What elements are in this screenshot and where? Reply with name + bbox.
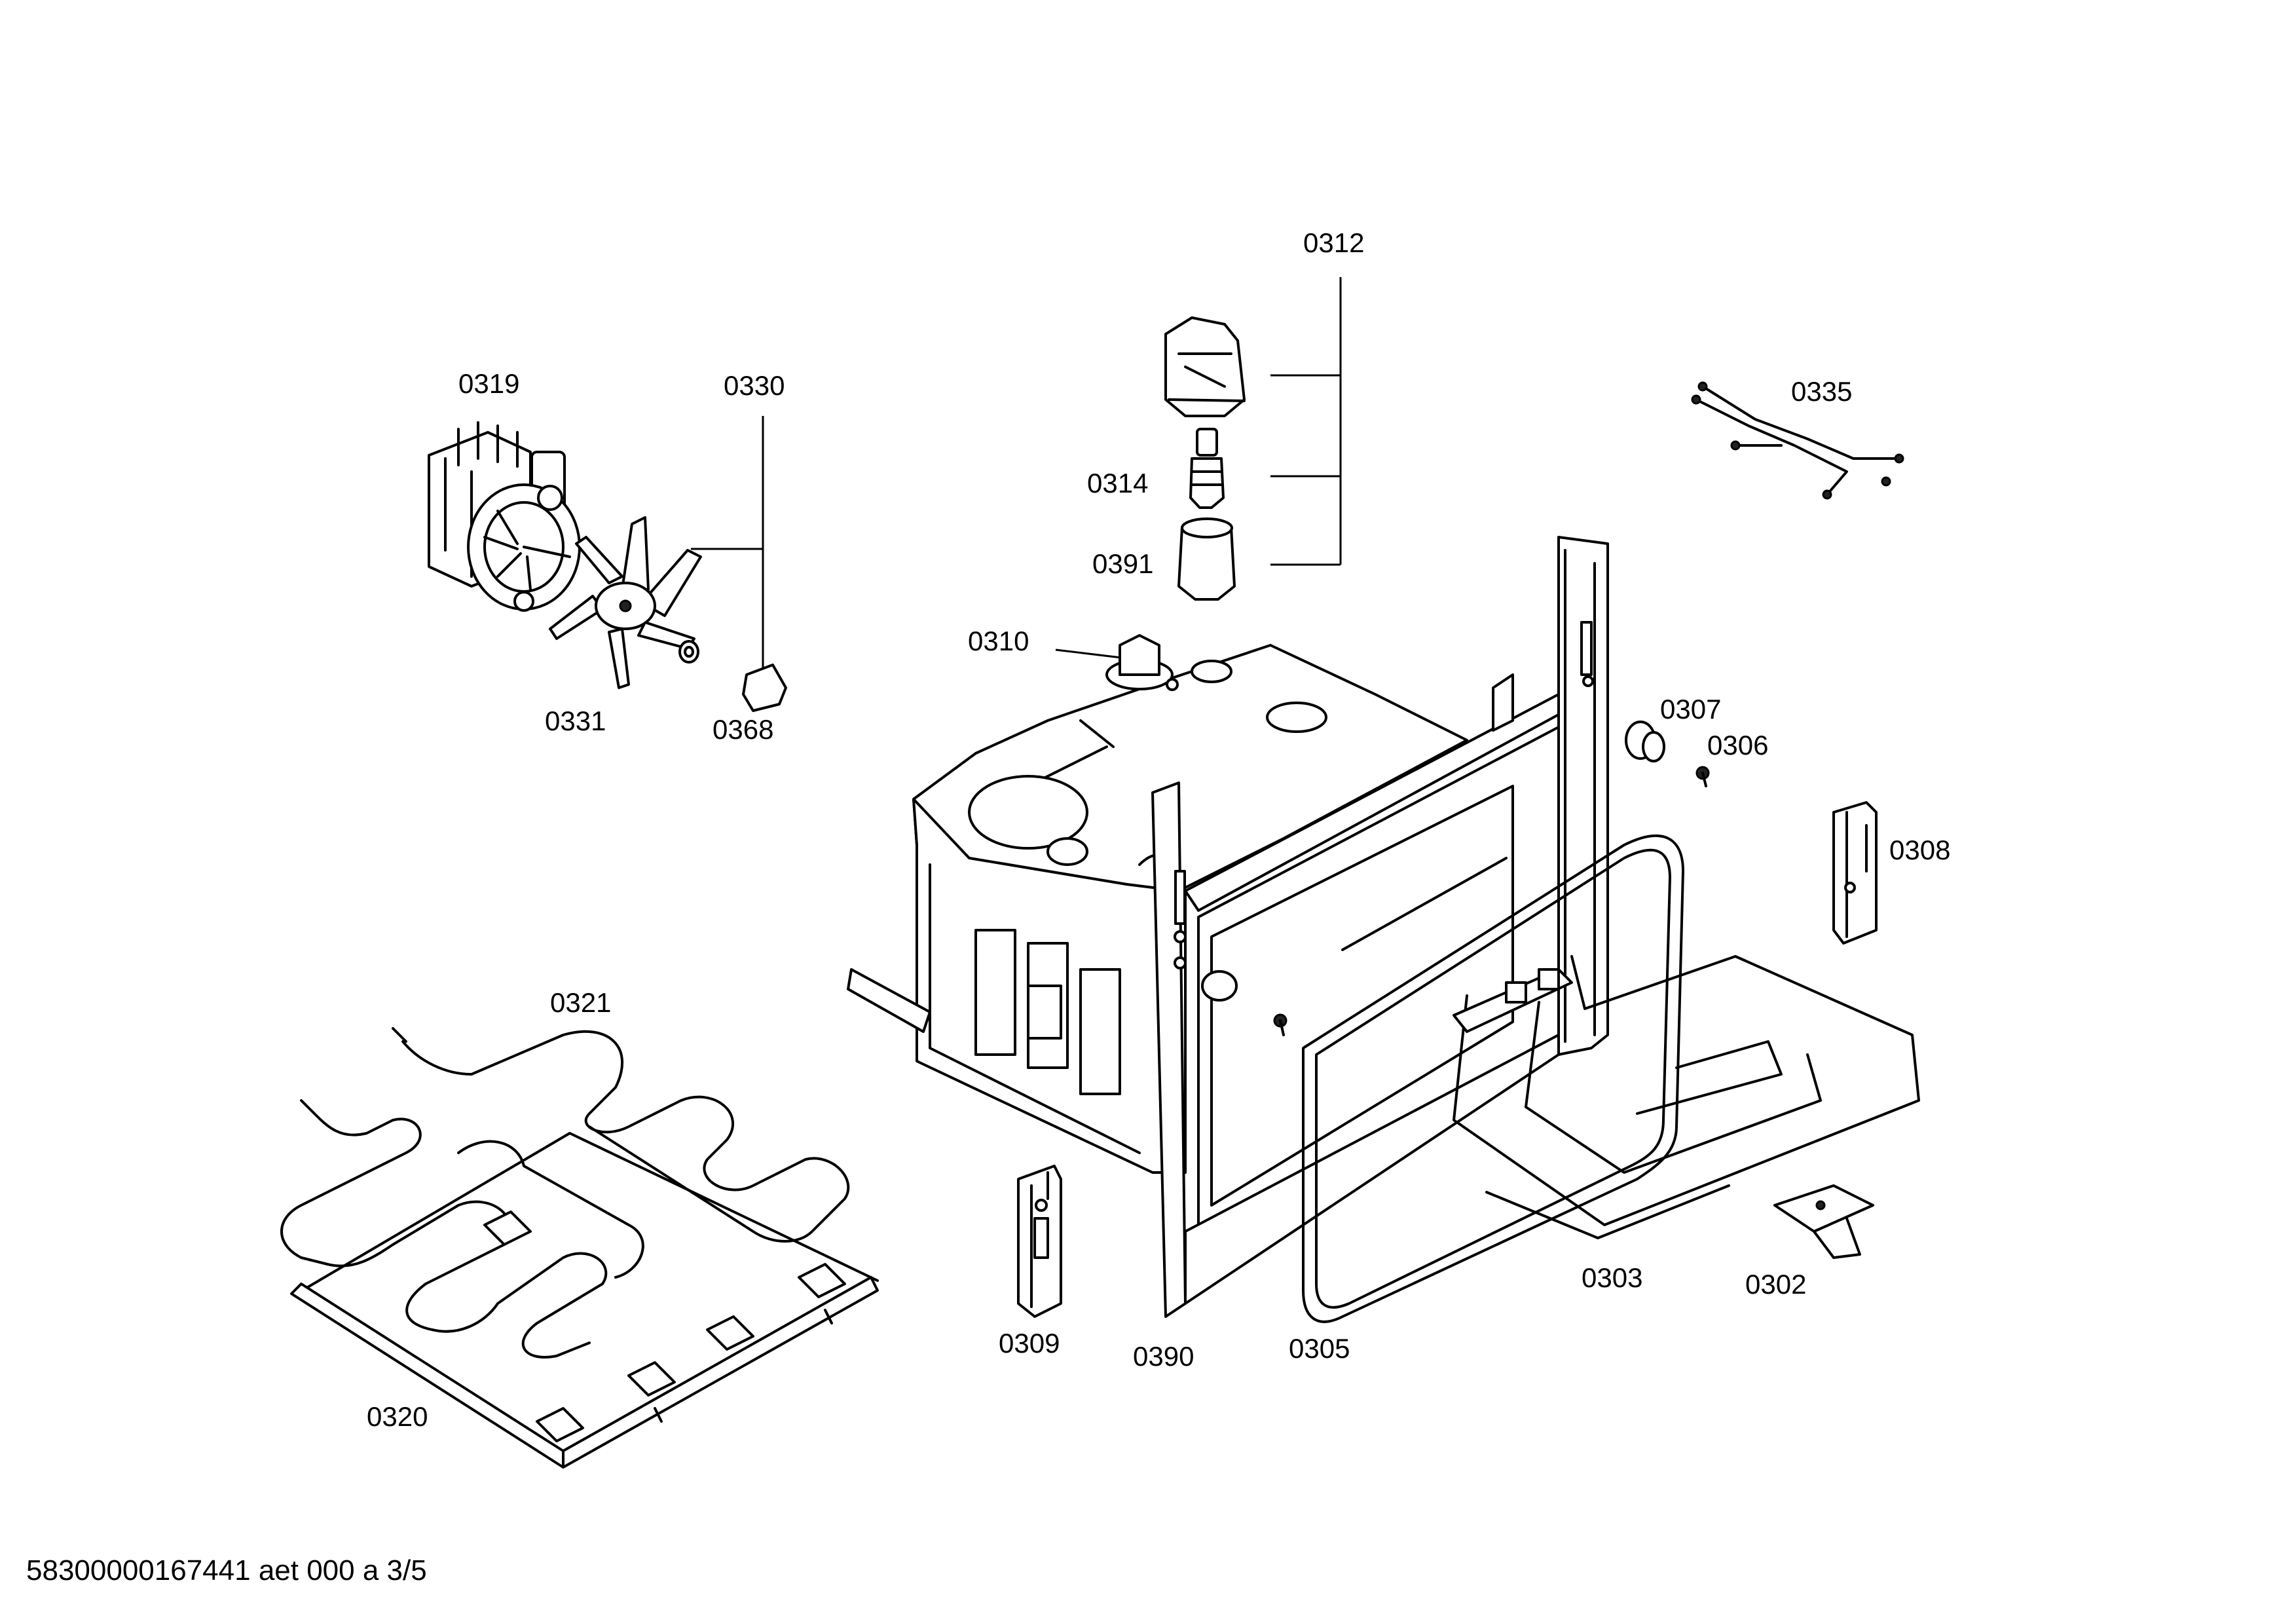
grill-frame-0305 bbox=[1302, 834, 1684, 1323]
label-0314: 0314 bbox=[1087, 468, 1148, 498]
label-0309: 0309 bbox=[999, 1328, 1060, 1359]
label-0305: 0305 bbox=[1289, 1333, 1350, 1364]
label-0302: 0302 bbox=[1745, 1269, 1806, 1300]
label-0335: 0335 bbox=[1791, 376, 1852, 407]
label-0312: 0312 bbox=[1303, 227, 1364, 258]
oven-lamp-assembly bbox=[1164, 316, 1246, 601]
knob-screw bbox=[1201, 721, 1710, 1036]
clip-0302 bbox=[1773, 1184, 1874, 1259]
heating-element-0321 bbox=[280, 1027, 850, 1359]
bracket-0308 bbox=[1832, 801, 1878, 945]
part-labels: 0312 0319 0330 0335 0314 0391 0310 0331 … bbox=[367, 227, 1950, 1432]
tray-0320 bbox=[290, 1132, 879, 1469]
label-0310: 0310 bbox=[968, 626, 1029, 656]
bracket-0309 bbox=[1017, 1165, 1062, 1318]
grill-element-0303 bbox=[1453, 955, 1920, 1239]
label-0321: 0321 bbox=[550, 987, 611, 1018]
washer-nut bbox=[678, 640, 787, 712]
label-0307: 0307 bbox=[1660, 694, 1721, 724]
fan-blade-0331 bbox=[549, 516, 702, 689]
wiring-harness-0335 bbox=[1691, 381, 1904, 500]
label-0319: 0319 bbox=[458, 368, 519, 399]
label-0391: 0391 bbox=[1092, 548, 1153, 579]
label-0368: 0368 bbox=[713, 714, 773, 745]
label-0303: 0303 bbox=[1582, 1262, 1642, 1293]
motor-0319 bbox=[428, 421, 581, 612]
oven-cavity bbox=[847, 536, 1609, 1318]
label-0330: 0330 bbox=[724, 370, 785, 401]
label-0306: 0306 bbox=[1707, 730, 1768, 760]
label-0331: 0331 bbox=[545, 705, 606, 736]
document-reference-footer: 58300000167441 aet 000 a 3/5 bbox=[26, 1554, 427, 1586]
label-0320: 0320 bbox=[367, 1401, 428, 1432]
leader-lines bbox=[691, 277, 1342, 688]
label-0390: 0390 bbox=[1133, 1341, 1194, 1372]
label-0308: 0308 bbox=[1889, 835, 1950, 865]
